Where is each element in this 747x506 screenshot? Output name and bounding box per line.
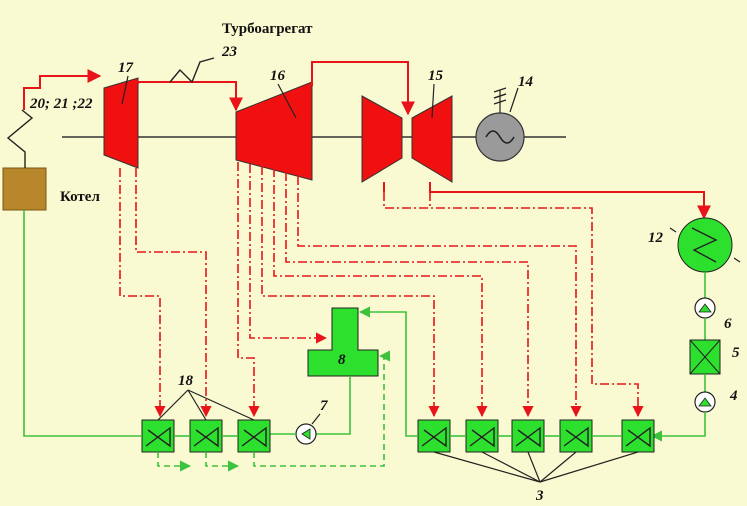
label-filter: 5	[732, 345, 740, 361]
diagram-title: Турбоагрегат	[222, 21, 313, 37]
boiler	[2, 167, 47, 211]
label-generator: 14	[518, 74, 534, 90]
deaerator-outlet-line	[316, 376, 351, 435]
lp-turbine-right	[411, 95, 453, 183]
feedwater-to-boiler	[23, 210, 142, 437]
hp-heater	[141, 419, 175, 453]
label-hp-turbine: 17	[118, 60, 134, 76]
condensate-to-deaerator	[358, 306, 418, 437]
bleed-16-c	[273, 168, 488, 418]
label-lp-turbine: 15	[428, 68, 444, 84]
main-steam-line	[23, 69, 102, 110]
bleed-15	[383, 192, 644, 418]
generator-sine-icon	[485, 130, 515, 144]
bleed-16-e	[297, 176, 582, 418]
lp-heater	[559, 419, 593, 453]
bleed-16-b	[261, 166, 440, 418]
exhaust-line	[429, 182, 711, 220]
condenser-coil	[691, 227, 718, 263]
pump-booster-arrow-icon	[698, 397, 712, 407]
label-lp-heaters: 3	[535, 488, 544, 504]
reheat-line	[137, 81, 243, 112]
hp-heater	[237, 419, 271, 453]
deaerator	[307, 307, 379, 377]
lp-heater	[417, 419, 451, 453]
ip-turbine	[235, 81, 313, 181]
hp-turbine	[103, 77, 139, 169]
bleed-16-d	[285, 172, 534, 418]
crossover-line	[311, 61, 415, 116]
feed-pump-arrow-icon	[301, 428, 311, 440]
lp-heater	[621, 419, 655, 453]
condensate-line-right	[650, 412, 706, 442]
label-deaerator: 8	[338, 352, 346, 368]
label-reheat: 23	[221, 44, 238, 60]
bleed-16-a	[237, 162, 260, 418]
bleed-17-b	[135, 168, 212, 418]
leader-lp	[431, 83, 435, 119]
lp-turbine-left	[361, 95, 403, 183]
label-ip-turbine: 16	[270, 68, 286, 84]
label-feed-pump: 7	[320, 398, 328, 414]
lp-heater	[465, 419, 499, 453]
hp-heater	[189, 419, 223, 453]
label-condenser: 12	[648, 230, 664, 246]
leader-hp	[121, 75, 129, 105]
label-superheater: 20; 21 ;22	[29, 96, 93, 112]
hp-drain-to-deaerator	[253, 350, 391, 467]
superheater-zigzag	[6, 109, 34, 168]
bleed-16-to-deaerator	[249, 164, 328, 344]
lp-heater	[511, 419, 545, 453]
bleed-17-a	[119, 168, 166, 418]
boiler-label: Котел	[60, 189, 100, 205]
reheat-zigzag	[169, 57, 215, 84]
pump-condensate-arrow-icon	[698, 303, 712, 313]
label-hp-heaters: 18	[178, 373, 194, 389]
leader-generator	[509, 87, 519, 113]
label-pump-condensate: 6	[724, 316, 732, 332]
hp-heaters-group	[141, 419, 271, 453]
label-pump-booster: 4	[729, 388, 738, 404]
leader-ip	[277, 83, 297, 119]
